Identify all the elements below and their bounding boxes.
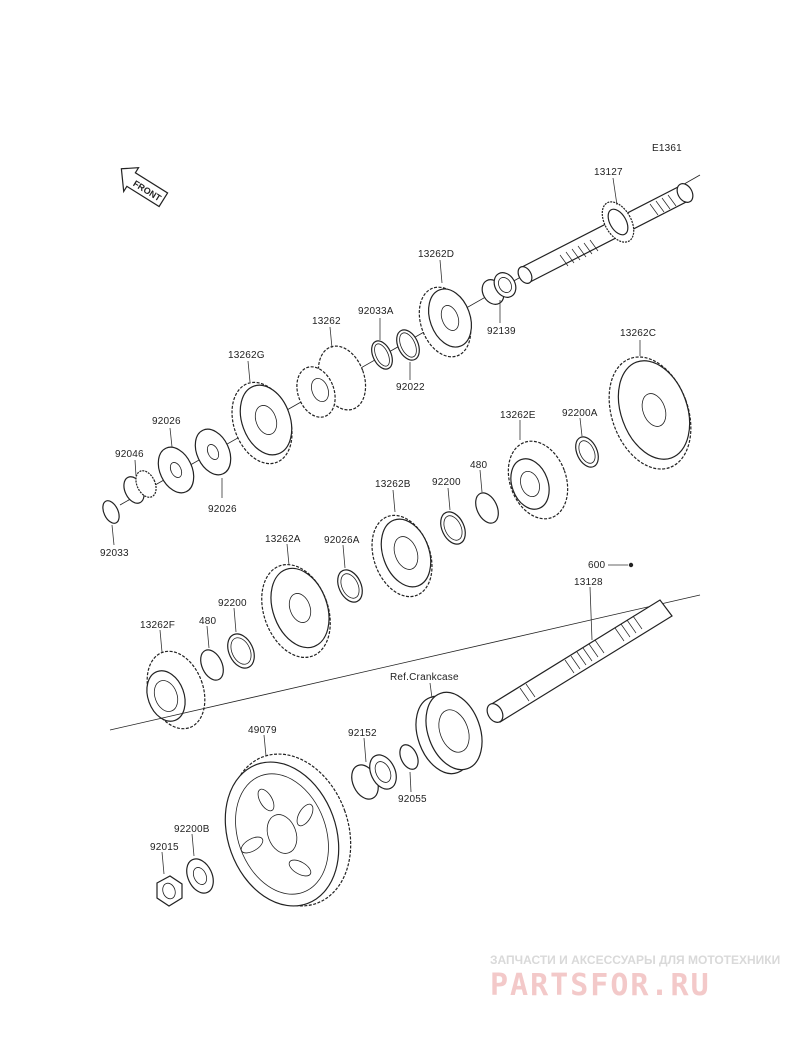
- o-ring-92055: [399, 744, 419, 770]
- ref-crankcase-label: Ref.Crankcase: [390, 672, 459, 683]
- label-13262D: 13262D: [418, 249, 454, 260]
- washer-92026-a: [194, 428, 232, 476]
- label-13262E: 13262E: [500, 410, 536, 421]
- gear-49079: [224, 753, 352, 907]
- label-92046: 92046: [115, 449, 144, 460]
- front-arrow: FRONT: [120, 167, 169, 208]
- label-13262: 13262: [312, 316, 341, 327]
- circlip-480-top: [475, 492, 499, 524]
- label-92015: 92015: [150, 842, 179, 853]
- washer-92022: [396, 329, 420, 361]
- collar-92152: [351, 754, 397, 800]
- circlip-92033A: [371, 340, 393, 370]
- label-92200-top: 92200: [432, 477, 461, 488]
- label-49079: 49079: [248, 725, 277, 736]
- label-13262A: 13262A: [265, 534, 301, 545]
- label-13262F: 13262F: [140, 620, 175, 631]
- washer-92200A: [575, 436, 599, 468]
- crankcase-bearing: [415, 691, 483, 775]
- washer-92026A: [337, 569, 363, 603]
- nut-92015: [156, 875, 183, 907]
- label-600: 600: [588, 560, 606, 571]
- input-shaft-13127: [517, 183, 694, 284]
- label-92152: 92152: [348, 728, 377, 739]
- watermark-subtitle: ЗАПЧАСТИ И АКСЕССУАРЫ ДЛЯ МОТОТЕХНИКИ: [490, 953, 780, 967]
- label-92026-top: 92026: [152, 416, 181, 427]
- label-13262B: 13262B: [375, 479, 411, 490]
- gear-13262C: [608, 356, 692, 470]
- label-92200-mid: 92200: [218, 598, 247, 609]
- gear-13262F: [146, 650, 206, 730]
- washer-92200-mid: [227, 633, 255, 669]
- circlip-92033: [102, 500, 120, 524]
- output-shaft-13128: [486, 599, 673, 723]
- washer-92200-top: [440, 511, 466, 545]
- watermark: ЗАПЧАСТИ И АКСЕССУАРЫ ДЛЯ МОТОТЕХНИКИ PA…: [490, 953, 780, 1003]
- label-92026-bottom: 92026: [208, 504, 237, 515]
- diagram-id-label: E1361: [652, 143, 682, 154]
- gear-13262D: [418, 286, 473, 358]
- label-92139: 92139: [487, 326, 516, 337]
- label-480-top: 480: [470, 460, 488, 471]
- label-92022: 92022: [396, 382, 425, 393]
- label-13127: 13127: [594, 167, 623, 178]
- gear-13262A: [261, 563, 331, 659]
- label-92033A: 92033A: [358, 306, 394, 317]
- washer-92200B: [186, 858, 214, 894]
- gear-13262G: [231, 381, 293, 465]
- gear-13262B: [371, 514, 433, 598]
- label-480-mid: 480: [199, 616, 217, 627]
- label-92200A: 92200A: [562, 408, 598, 419]
- watermark-brand: PARTSFOR.RU: [490, 968, 711, 1003]
- label-13262G: 13262G: [228, 350, 265, 361]
- washer-92026-b: [157, 446, 195, 494]
- bushing-92139: [481, 272, 517, 305]
- circlip-480-mid: [200, 649, 224, 681]
- label-13262C: 13262C: [620, 328, 656, 339]
- label-92200B: 92200B: [174, 824, 210, 835]
- label-92033: 92033: [100, 548, 129, 559]
- gear-13262E: [507, 440, 569, 520]
- gear-13262: [296, 345, 367, 418]
- label-13128: 13128: [574, 577, 603, 588]
- label-92026A: 92026A: [324, 535, 360, 546]
- needle-bearing-92046: [123, 470, 157, 504]
- label-92055: 92055: [398, 794, 427, 805]
